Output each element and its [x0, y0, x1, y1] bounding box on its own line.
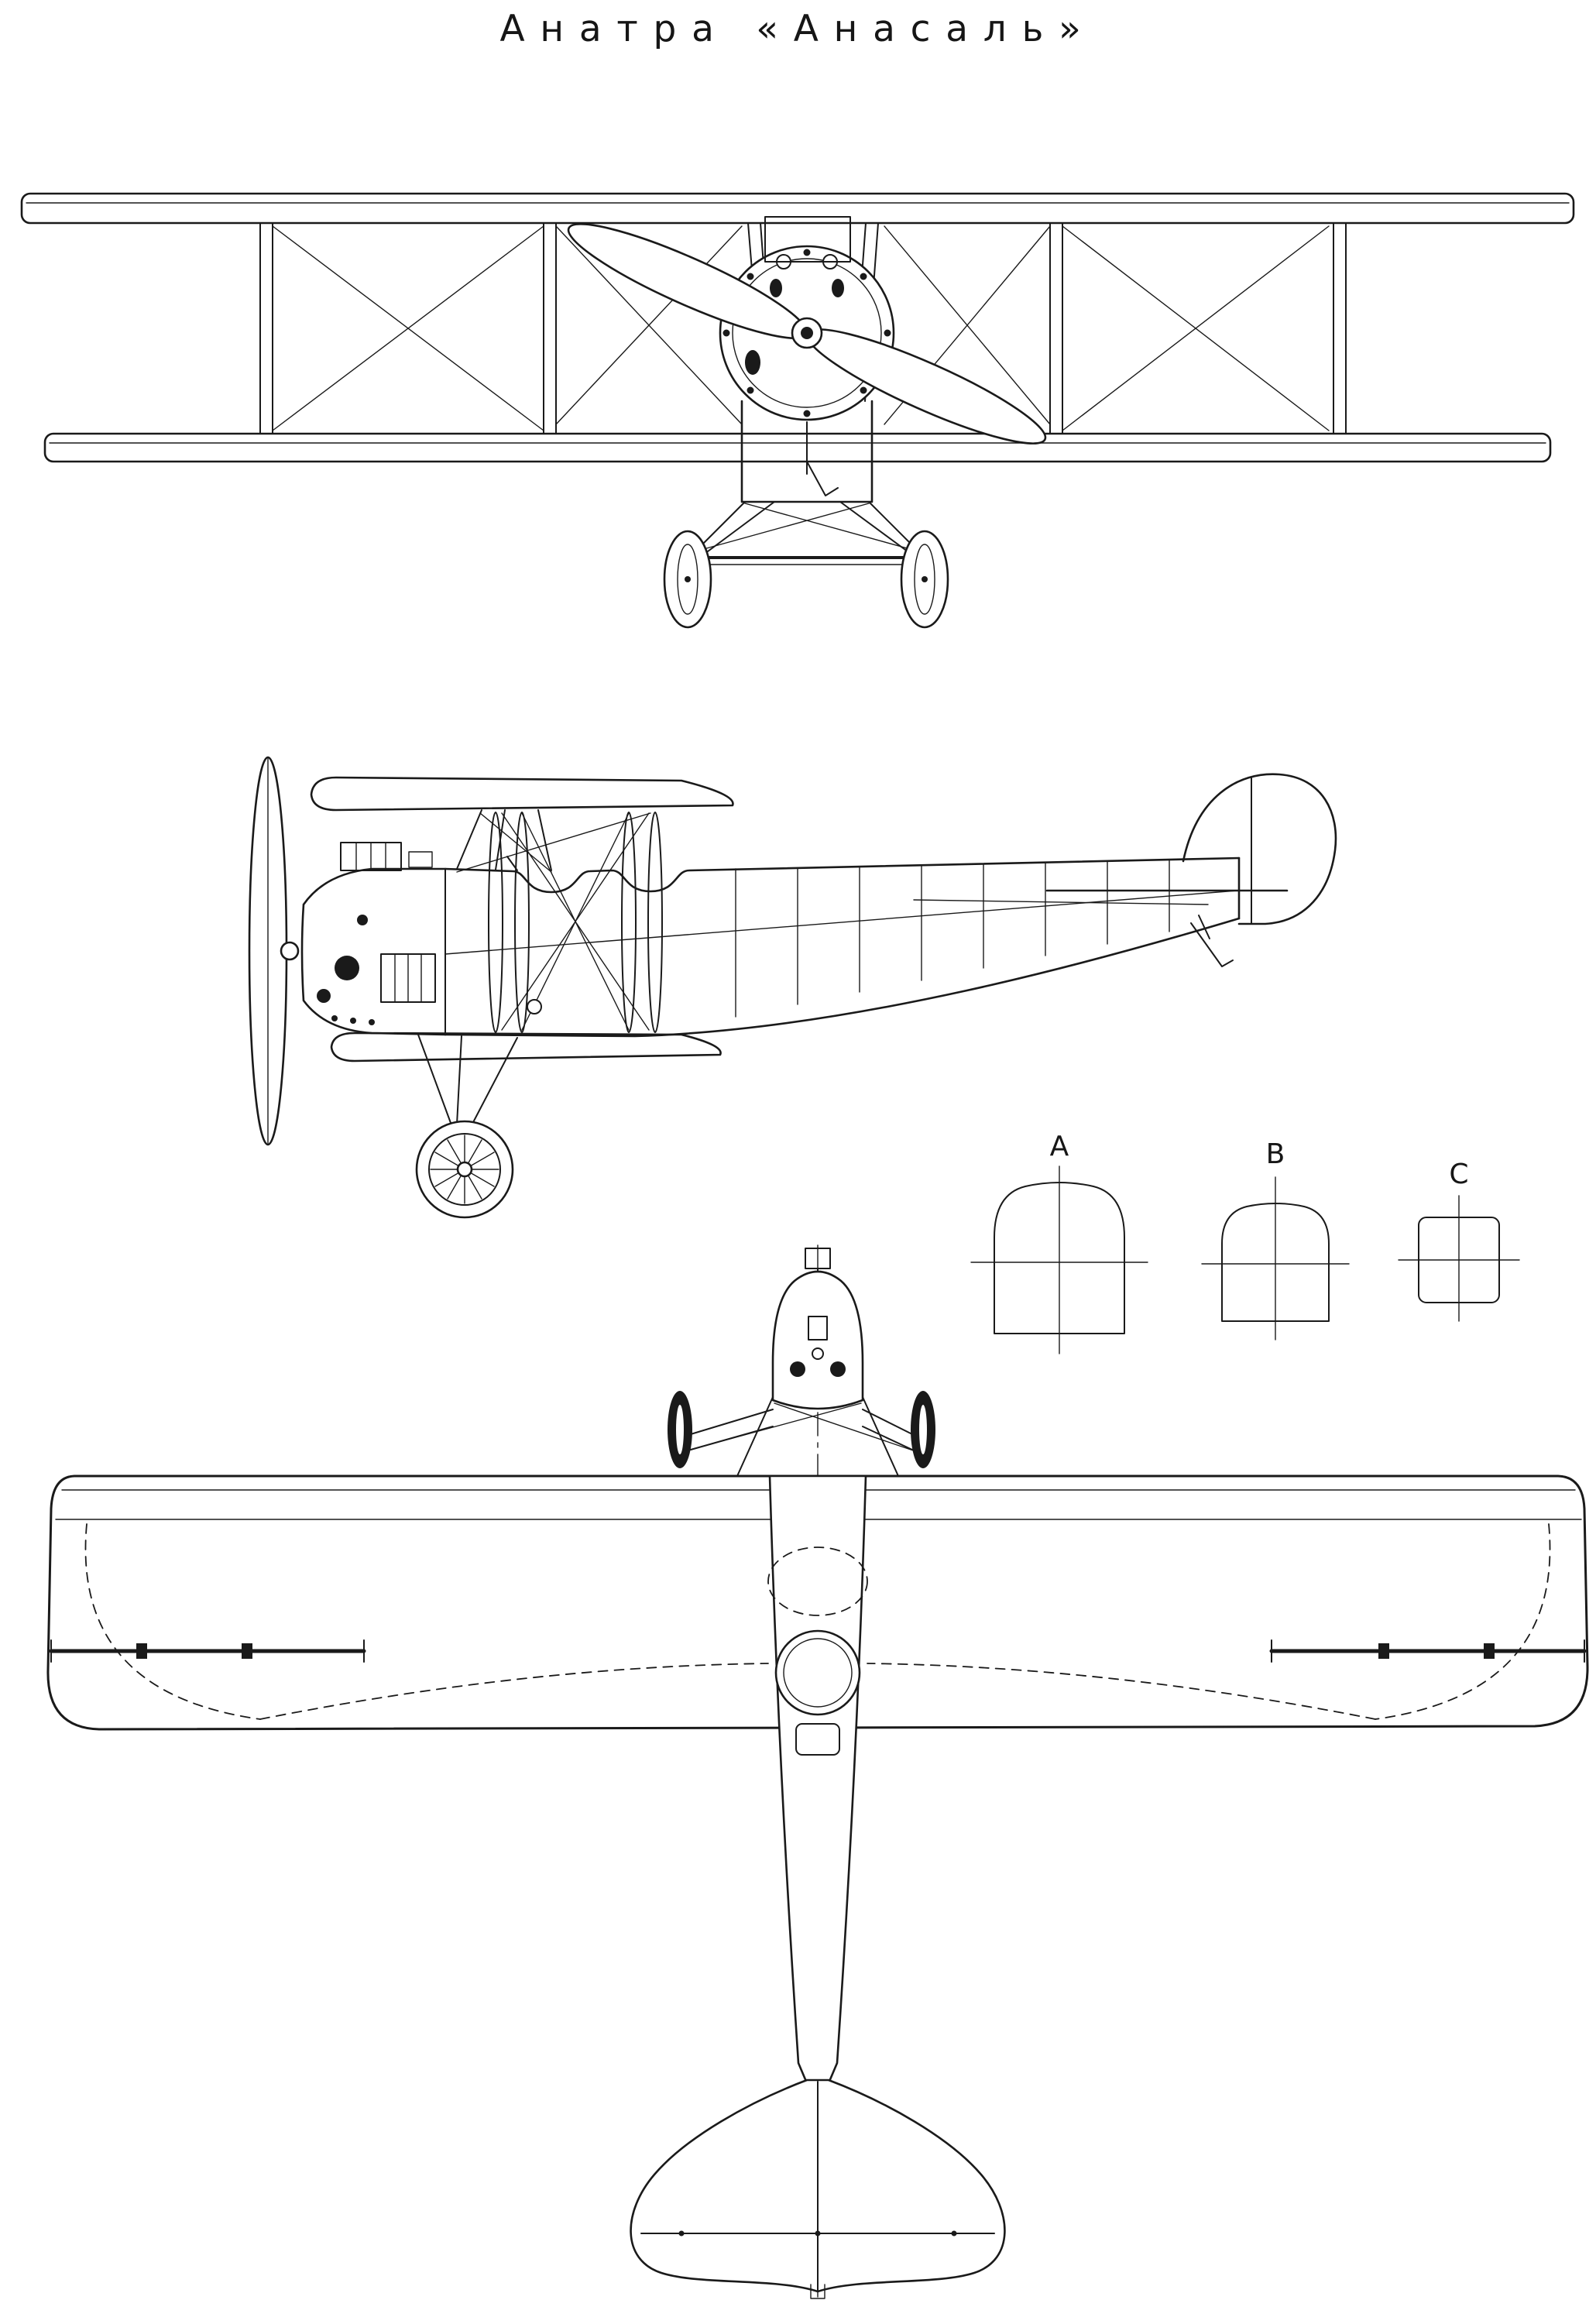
- top-right-aileron: [1269, 1639, 1587, 1663]
- cross-section-c: C: [1398, 1159, 1520, 1322]
- top-rear-seat: [795, 1723, 840, 1756]
- side-fuselage: [300, 856, 1241, 1038]
- side-upper-wing: [310, 776, 734, 812]
- front-landing-gear: [686, 501, 926, 565]
- top-right-wheel: [911, 1391, 935, 1468]
- front-right-wheel: [900, 530, 949, 629]
- side-wheel: [415, 1120, 514, 1219]
- front-view: [20, 192, 1575, 629]
- front-nose-hook: [806, 421, 839, 496]
- front-lower-wing: [43, 432, 1552, 463]
- front-interplane-struts: [259, 222, 1347, 434]
- top-view: [46, 1244, 1589, 2299]
- top-cockpit-opening: [774, 1629, 861, 1756]
- front-cowl-bolts: [722, 249, 891, 417]
- side-fuselage-bottom: [444, 917, 1241, 1038]
- top-fuselage: [768, 1474, 867, 2085]
- front-left-wheel: [663, 530, 712, 629]
- front-radiator: [764, 216, 851, 263]
- top-wing: [46, 1474, 1589, 1731]
- top-tailplane: [630, 2079, 1006, 2299]
- section-c-label: C: [1449, 1159, 1468, 1190]
- front-exhaust-left: [745, 350, 760, 375]
- section-c-shape: [1418, 1217, 1500, 1303]
- side-fin-rudder: [913, 773, 1337, 925]
- side-longeron: [444, 890, 1238, 955]
- side-interplane-struts: [488, 812, 663, 1033]
- section-b-label: B: [1266, 1138, 1285, 1170]
- top-left-aileron: [49, 1639, 366, 1663]
- top-left-wheel: [668, 1391, 692, 1468]
- side-lower-wing: [330, 1032, 722, 1062]
- side-fuselage-frames: [735, 859, 1170, 1018]
- front-fuselage: [740, 400, 874, 503]
- top-front-cockpit-hidden: [767, 1546, 868, 1616]
- side-step-ring: [527, 999, 542, 1014]
- section-b-shape: [1221, 1203, 1330, 1322]
- top-lower-wing-hidden: [84, 1523, 1551, 1720]
- front-upper-wing: [20, 192, 1575, 225]
- front-propeller: [567, 223, 1047, 445]
- side-elevator-pushrod: [913, 899, 1209, 905]
- section-a-label: A: [1050, 1131, 1069, 1162]
- drawing-title: Анатра «Анасаль»: [499, 8, 1097, 50]
- side-fuselage-top: [444, 856, 1241, 894]
- side-view: [248, 756, 1337, 1219]
- side-windshield: [506, 856, 518, 871]
- section-a-shape: [994, 1182, 1125, 1334]
- side-cabane-struts: [456, 809, 552, 871]
- top-tail-notch: [810, 2284, 825, 2299]
- side-propeller: [248, 756, 300, 1146]
- side-tailskid: [1190, 915, 1234, 967]
- cross-sections: A B C: [970, 1131, 1520, 1354]
- side-landing-gear: [415, 1034, 518, 1219]
- top-landing-gear: [668, 1391, 935, 1468]
- top-spinner: [736, 1248, 899, 1477]
- cross-section-a: A: [970, 1131, 1148, 1354]
- cross-section-b: B: [1201, 1138, 1350, 1341]
- side-prop-hub: [280, 941, 300, 961]
- side-engine-details: [317, 842, 436, 1025]
